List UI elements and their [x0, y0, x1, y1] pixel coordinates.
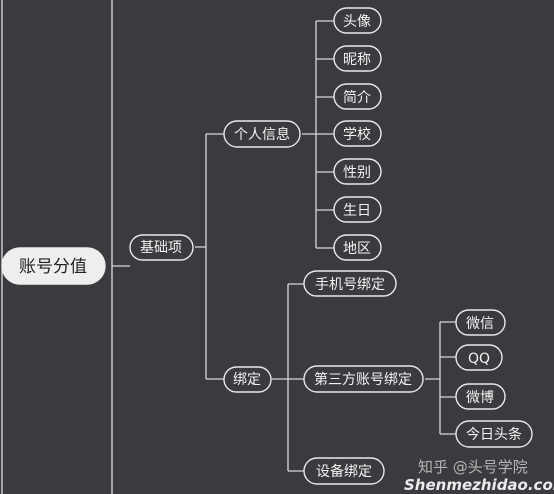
node-third-party-binding: 第三方账号绑定	[303, 365, 424, 393]
node-binding-label: 绑定	[233, 372, 261, 388]
node-birthday-label: 生日	[343, 203, 371, 219]
node-basic: 基础项	[129, 234, 194, 261]
edge-basic-children	[195, 133, 224, 380]
node-toutiao-label: 今日头条	[466, 426, 522, 443]
node-weibo-label: 微博	[466, 389, 494, 406]
node-region: 地区	[333, 234, 382, 261]
node-binding: 绑定	[223, 366, 272, 393]
node-personal-info: 个人信息	[223, 120, 301, 148]
watermark-zhihu: 知乎 @头号学院	[418, 458, 528, 476]
node-birthday: 生日	[333, 196, 382, 223]
node-gender: 性别	[333, 158, 382, 185]
node-school: 学校	[333, 120, 382, 147]
edge-third-party-children	[425, 321, 456, 435]
node-basic-label: 基础项	[140, 239, 182, 256]
node-third-party-binding-label: 第三方账号绑定	[314, 371, 412, 388]
node-wechat-label: 微信	[466, 316, 494, 332]
edge-binding-children	[272, 283, 304, 472]
node-avatar: 头像	[333, 7, 382, 34]
node-gender-label: 性别	[343, 165, 371, 181]
node-toutiao: 今日头条	[455, 420, 533, 448]
node-device-binding-label: 设备绑定	[316, 463, 372, 480]
root-node: 账号分值	[1, 247, 106, 285]
edges	[112, 20, 456, 472]
node-qq: QQ	[455, 344, 503, 371]
edge-personal-info-children	[302, 20, 334, 249]
node-weibo: 微博	[455, 383, 506, 410]
node-nickname-label: 昵称	[343, 52, 371, 68]
node-phone-binding: 手机号绑定	[303, 270, 397, 297]
node-personal-info-label: 个人信息	[234, 126, 290, 143]
node-device-binding: 设备绑定	[303, 457, 385, 485]
node-region-label: 地区	[343, 241, 371, 257]
node-nickname: 昵称	[333, 45, 382, 72]
node-wechat: 微信	[455, 309, 506, 336]
node-school-label: 学校	[343, 126, 371, 143]
root-label: 账号分值	[19, 257, 87, 277]
watermark-site: Shenmezhidao.com	[404, 476, 554, 494]
node-phone-binding-label: 手机号绑定	[315, 277, 385, 293]
node-qq-label: QQ	[468, 351, 490, 367]
node-intro: 简介	[333, 83, 382, 110]
node-intro-label: 简介	[343, 89, 371, 106]
node-avatar-label: 头像	[343, 14, 371, 30]
